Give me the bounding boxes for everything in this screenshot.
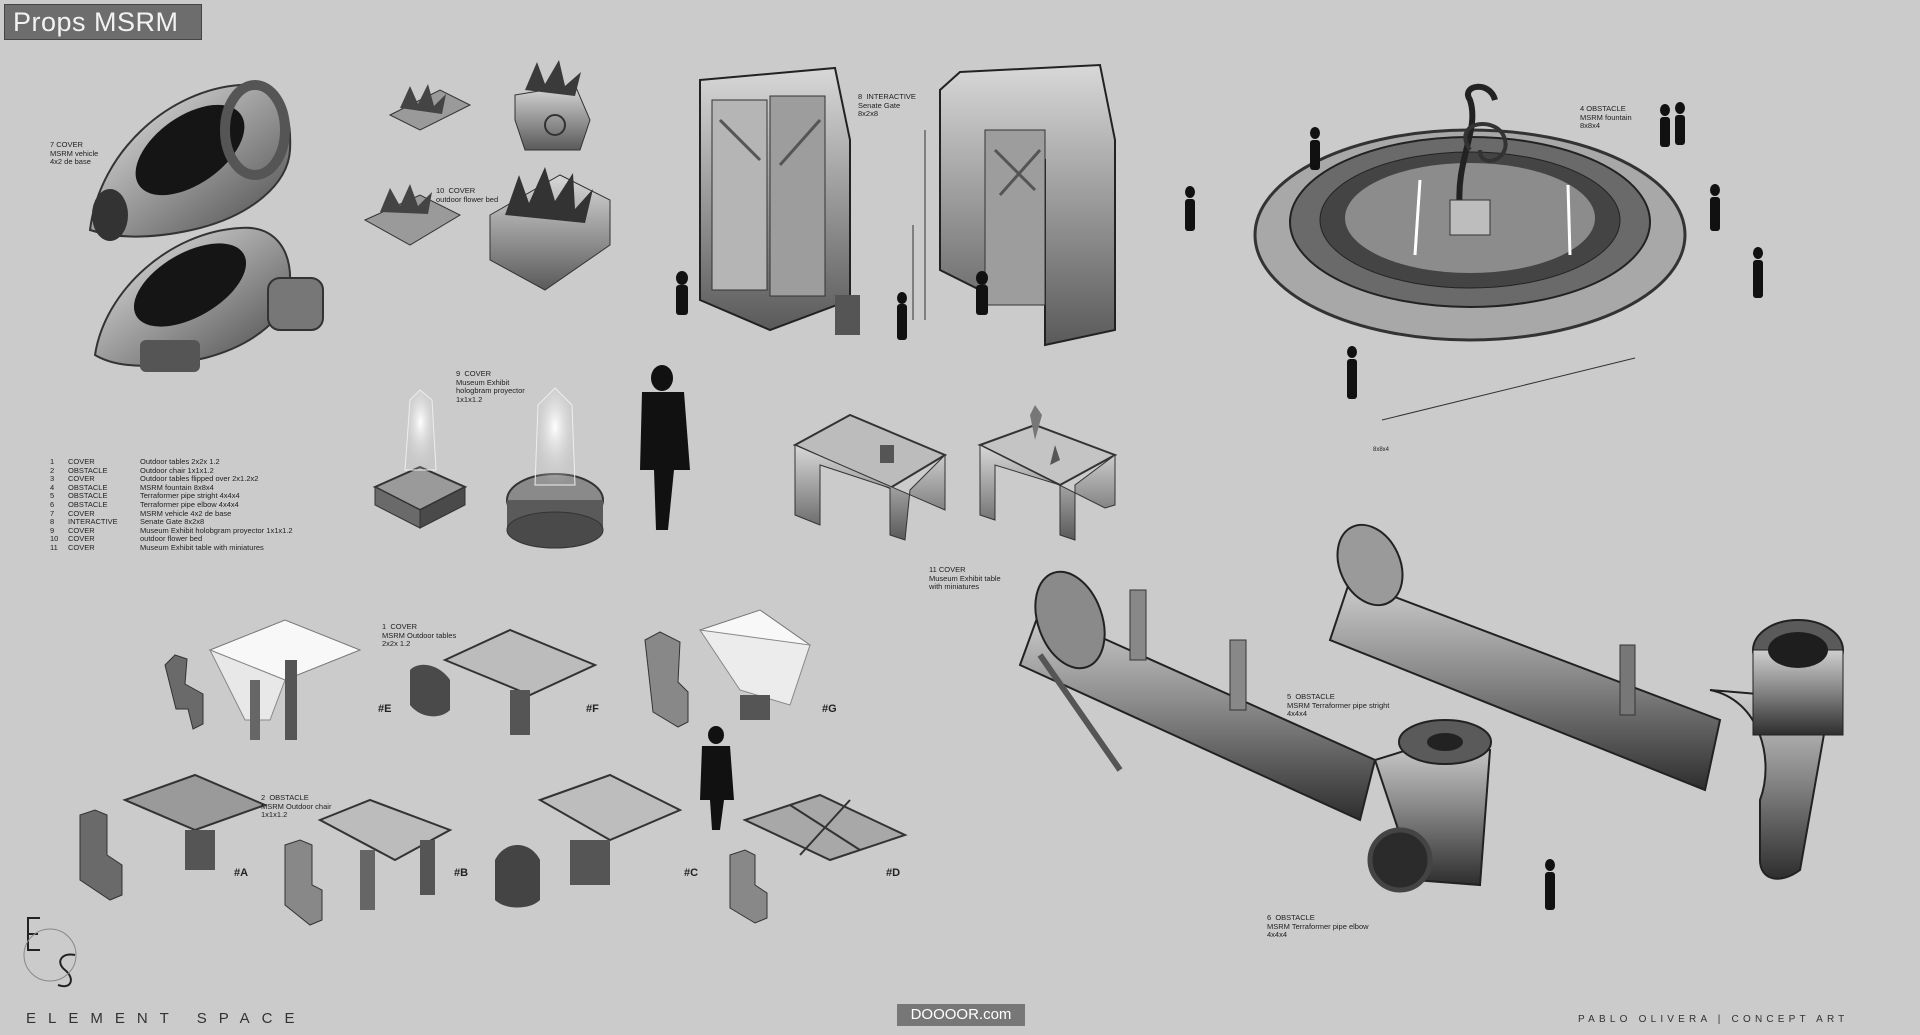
people-silhouettes	[640, 102, 1763, 910]
outdoor-tables-top-illustration	[164, 609, 812, 740]
museum-tables-illustration	[792, 405, 1118, 541]
terraformer-pipe-elbow-illustration	[1328, 523, 1844, 880]
senate-gate-right-illustration	[912, 63, 1116, 347]
vehicle-bottom-illustration	[93, 226, 324, 372]
senate-gate-left-illustration	[699, 66, 860, 335]
artist-credit: PABLO OLIVERA | CONCEPT ART	[1578, 1014, 1849, 1025]
outdoor-tables-bottom-illustration	[79, 773, 908, 926]
sheet-title-box: Props MSRM	[4, 4, 202, 40]
tag-d: #D	[886, 867, 901, 879]
vehicle-top-illustration	[88, 80, 292, 241]
terraformer-pipe-straight-illustration	[1018, 570, 1492, 893]
tag-g: #G	[822, 703, 837, 715]
sheet-title: Props MSRM	[13, 7, 179, 37]
hologram-projectors-illustration	[372, 387, 604, 549]
watermark: DOOOOR.com	[897, 1004, 1025, 1026]
tag-f: #F	[586, 703, 599, 715]
brand-name: ELEMENT SPACE	[26, 1010, 307, 1027]
tag-c: #C	[684, 867, 699, 879]
element-space-logo	[23, 917, 77, 988]
tag-b: #B	[454, 867, 469, 879]
flower-beds-illustration	[363, 60, 611, 291]
tag-a: #A	[234, 867, 249, 879]
label-fountain-scale: 8x8x4	[1373, 447, 1390, 453]
tag-e: #E	[378, 703, 392, 715]
fountain-illustration	[1253, 83, 1687, 421]
